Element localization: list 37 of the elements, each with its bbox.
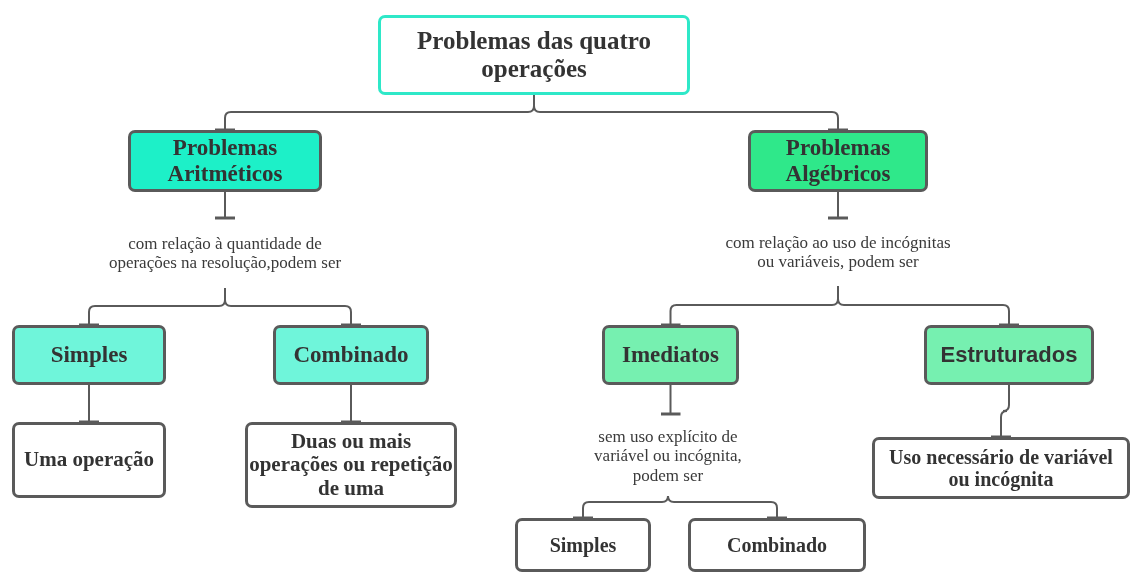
connector-line <box>989 384 1013 439</box>
connector-line <box>667 495 789 520</box>
concept-label: Estruturados <box>940 342 1078 368</box>
concept-label: Problemas Algébricos <box>784 135 892 187</box>
linking-phrase: sem uso explícito de variável ou incógnita, podem ser <box>593 427 743 485</box>
concept-label: Uma operação <box>23 448 155 472</box>
concept-box <box>12 325 166 385</box>
concept-label: Imediatos <box>621 342 720 368</box>
connector-line <box>659 384 682 416</box>
concept-label: Simples <box>549 533 617 557</box>
concept-box <box>748 130 928 192</box>
concept-box <box>273 325 429 385</box>
connector-line <box>213 191 237 220</box>
concept-box <box>602 325 739 385</box>
concept-box <box>872 437 1130 499</box>
connector-line <box>533 94 850 132</box>
concept-label: Problemas Aritméticos <box>166 135 284 187</box>
concept-label: Combinado <box>727 533 827 557</box>
concept-box <box>688 518 866 572</box>
connector-line <box>339 384 363 424</box>
connector-line <box>77 384 101 424</box>
concept-box <box>378 15 690 95</box>
concept-box <box>12 422 166 498</box>
concept-box <box>924 325 1094 385</box>
linking-phrase: com relação ao uso de incógnitas ou variáveis, podem ser <box>724 232 952 272</box>
concept-label: Problemas das quatro operações <box>416 27 652 83</box>
concept-box <box>128 130 322 192</box>
connector-line <box>826 191 850 220</box>
concept-box <box>515 518 651 572</box>
connector-line <box>224 287 363 327</box>
concept-label: Uso necessário de variável ou incógnita <box>888 445 1114 491</box>
linking-phrase: com relação à quantidade de operações na resolução,podem ser <box>107 233 343 273</box>
concept-label: Simples <box>50 342 128 368</box>
concept-label: Duas ou mais operações ou repetição de uma <box>248 429 454 501</box>
concept-label: Combinado <box>293 342 409 368</box>
connector-line <box>837 285 1021 327</box>
concept-box <box>245 422 457 508</box>
